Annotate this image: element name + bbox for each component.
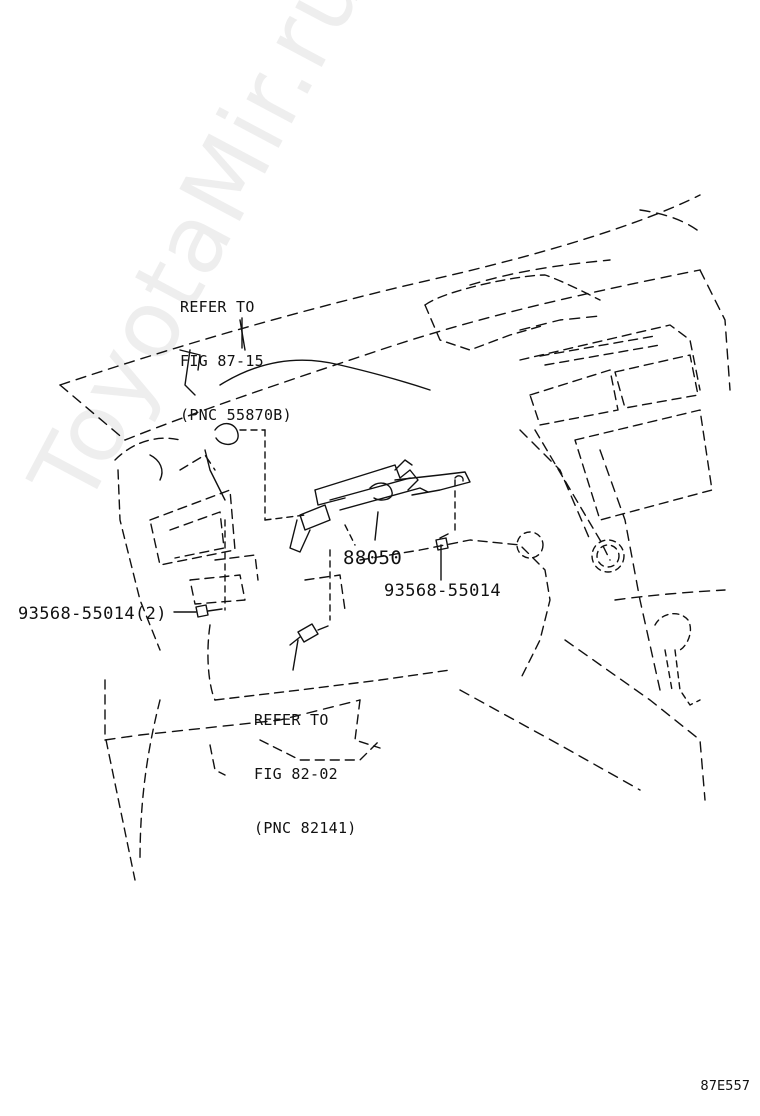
callout-top-line2: FIG 87-15 [180, 352, 264, 370]
harness-solid [149, 319, 431, 501]
callout-top-line1: REFER TO [180, 298, 255, 316]
connector-drawing [289, 623, 329, 646]
part-label-88050: 88050 [343, 547, 403, 569]
callout-bottom-line1: REFER TO [254, 711, 329, 729]
part-label-bolt-left: 93568-55014(2) [18, 604, 167, 624]
part-88050-drawing [289, 459, 471, 553]
leader-lines [173, 317, 442, 671]
bolt-right-drawing [435, 533, 449, 551]
callout-top-line3: (PNC 55870B) [180, 406, 292, 424]
lower-panel-outline [104, 539, 551, 881]
callout-bottom-line2: FIG 82-02 [254, 765, 338, 783]
shift-lever-drawing [654, 613, 701, 706]
callout-top-refer: REFER TO FIG 87-15 (PNC 55870B) [180, 262, 292, 460]
center-console-outline [424, 274, 713, 561]
callout-bottom-line3: (PNC 82141) [254, 819, 357, 837]
callout-bottom-refer: REFER TO FIG 82-02 (PNC 82141) [254, 675, 357, 873]
knob-drawing [516, 531, 625, 573]
dash-upper-outline [59, 194, 731, 801]
left-vent-outline [114, 437, 259, 651]
guide-dashes [224, 429, 456, 621]
part-label-bolt-right: 93568-55014 [384, 581, 501, 601]
bolt-left-drawing [195, 604, 223, 618]
figure-code: 87E557 [700, 1079, 750, 1094]
